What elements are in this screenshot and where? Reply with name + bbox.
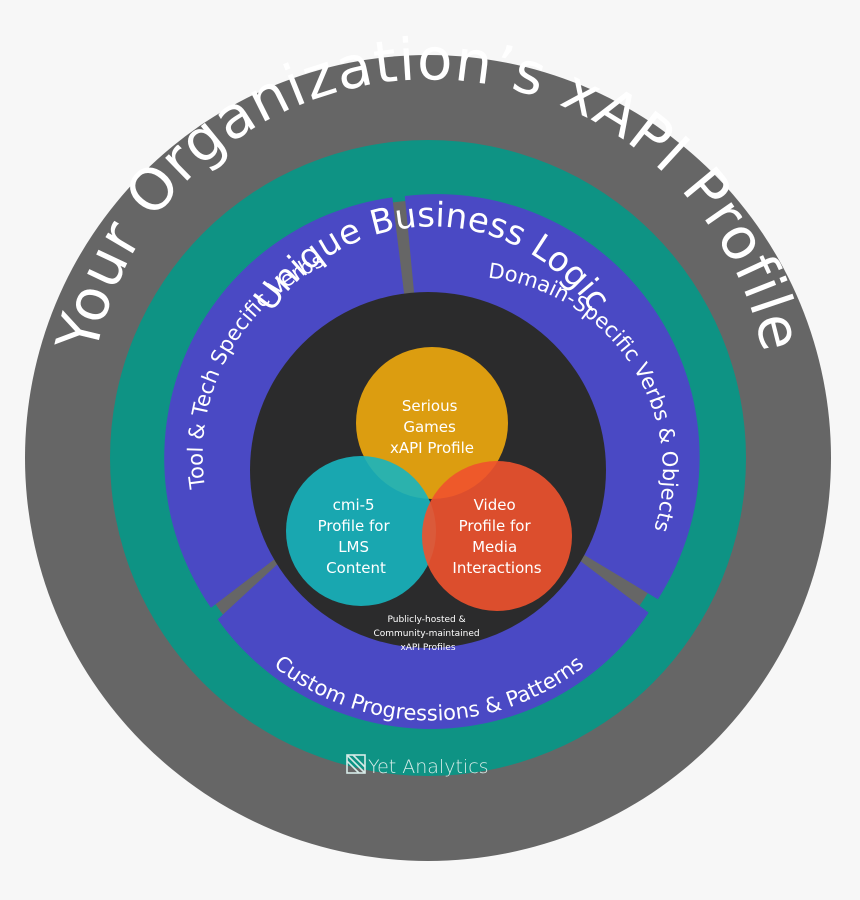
brand-mark-icon: [346, 754, 366, 774]
serious-games-circle: [356, 347, 508, 499]
serious-games-label: Serious Games xAPI Profile: [390, 397, 474, 457]
brand-name: Yet Analytics: [368, 756, 489, 778]
video-circle: [422, 461, 572, 611]
segment-domain: [404, 194, 700, 600]
video-label: Video Profile for Media Interactions: [452, 496, 541, 577]
brand-logo: Yet Analytics: [346, 754, 489, 778]
core-caption: Publicly-hosted & Community-maintained x…: [373, 615, 482, 653]
cmi5-label: cmi-5 Profile for LMS Content: [318, 496, 395, 577]
cmi5-circle: [286, 456, 436, 606]
